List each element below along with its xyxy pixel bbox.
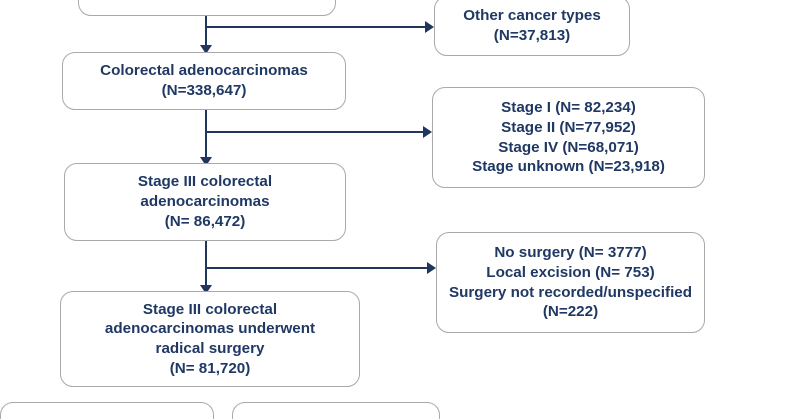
radical-surgery-line-1: adenocarcinomas underwent (104, 320, 316, 338)
connector-source-to-other-cancers (205, 26, 428, 29)
colorectal-line-1: (N=338,647) (161, 82, 247, 99)
stage3-line-1: adenocarcinomas (140, 193, 270, 211)
radical-surgery-box: Stage III colorectal adenocarcinomas und… (60, 291, 360, 387)
arrow-stage3-to-radical-surgery (200, 285, 212, 294)
arrow-stage3-to-excluded-surgery (427, 262, 436, 274)
excluded-surgery-line-2: Surgery not recorded/unspecified (448, 283, 693, 301)
arrow-colorectal-to-stage3 (200, 157, 212, 166)
source-cohort-box: (N= 376,460) (78, 0, 336, 16)
no-adjuvant-chemotherapy-box: No adjuvant (232, 402, 440, 419)
excluded-surgery-line-1: Local excision (N= 753) (486, 263, 655, 281)
excluded-surgery-line-3: (N=222) (542, 303, 599, 321)
arrow-source-to-other-cancers (425, 21, 434, 33)
stage-iii-colorectal-box: Stage III colorectal adenocarcinomas (N=… (64, 163, 346, 241)
connector-source-to-colorectal (205, 16, 208, 49)
excluded-stages-box: Stage I (N= 82,234) Stage II (N=77,952) … (432, 87, 705, 188)
stage3-line-0: Stage III colorectal (137, 173, 273, 191)
excluded-stages-line-3: Stage unknown (N=23,918) (472, 158, 665, 176)
connector-stage3-to-excluded-surgery (205, 267, 430, 270)
stage3-line-2: (N= 86,472) (164, 212, 246, 230)
excluded-surgery-line-0: No surgery (N= 3777) (494, 244, 647, 261)
excluded-stages-line-2: Stage IV (N=68,071) (498, 138, 639, 156)
excluded-stages-line-0: Stage I (N= 82,234) (501, 99, 636, 116)
radical-surgery-line-2: radical surgery (155, 340, 265, 357)
connector-colorectal-to-stage3 (205, 110, 208, 161)
adjuvant-chemotherapy-box: Adjuvant (0, 402, 214, 419)
radical-surgery-line-3: (N= 81,720) (169, 359, 251, 377)
arrow-colorectal-to-excluded-stages (423, 126, 432, 138)
excluded-stages-line-1: Stage II (N=77,952) (501, 118, 636, 136)
other-cancer-types-line-0: Other cancer types (463, 7, 601, 25)
excluded-surgery-box: No surgery (N= 3777) Local excision (N= … (436, 232, 705, 333)
connector-stage3-to-radical-surgery (205, 241, 208, 289)
arrow-source-to-colorectal (200, 45, 212, 54)
colorectal-adenocarcinomas-box: Colorectal adenocarcinomas (N=338,647) (62, 52, 346, 110)
other-cancer-types-line-1: (N=37,813) (493, 27, 571, 44)
radical-surgery-line-0: Stage III colorectal (142, 300, 278, 318)
colorectal-line-0: Colorectal adenocarcinomas (100, 62, 308, 80)
other-cancer-types-box: Other cancer types (N=37,813) (434, 0, 630, 56)
connector-colorectal-to-excluded-stages (205, 131, 426, 134)
